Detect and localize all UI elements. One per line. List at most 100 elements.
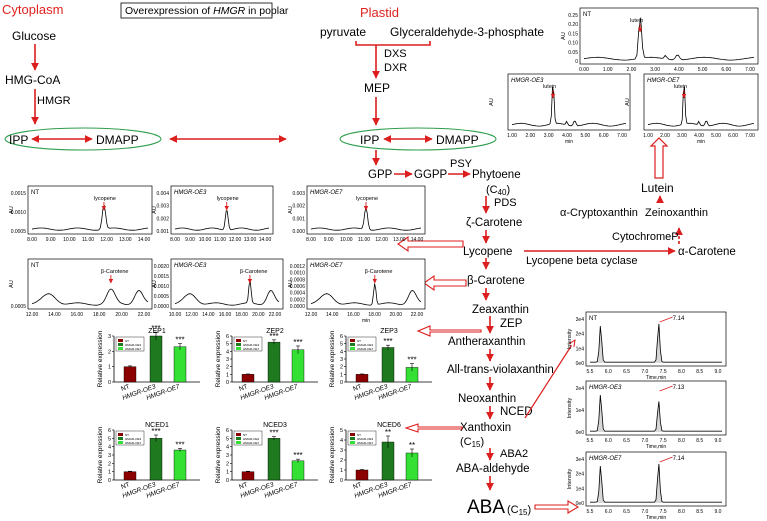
x-tick-label: 13.00 bbox=[393, 237, 406, 243]
peak-pointer bbox=[659, 385, 673, 392]
x-tick-label: 9.00 bbox=[324, 237, 334, 243]
y-tick-label: 5 bbox=[226, 436, 229, 442]
y-tick-label: 0 bbox=[340, 478, 343, 484]
bar-hmgr-oe7 bbox=[173, 449, 187, 481]
y-tick-label: 0.0004 bbox=[290, 291, 306, 297]
y-unit: Intensity bbox=[567, 469, 573, 490]
y-unit: AU bbox=[288, 280, 294, 288]
bar-hmgr-oe7 bbox=[173, 346, 187, 383]
legend-swatch bbox=[350, 339, 355, 342]
x-tick-label: 22.00 bbox=[269, 312, 282, 318]
x-tick-label: 0.00 bbox=[579, 67, 589, 73]
y-tick-label: 0.25 bbox=[568, 13, 578, 19]
y-tick-label: 4 bbox=[226, 445, 229, 451]
x-unit: Time,min bbox=[646, 444, 667, 450]
chromatogram-frame bbox=[27, 258, 153, 310]
x-tick-label: 5.5 bbox=[587, 438, 594, 444]
bar-nt bbox=[123, 366, 137, 383]
bar-hmgr-oe3 bbox=[149, 335, 163, 383]
dxr-enzyme: DXR bbox=[384, 62, 407, 74]
y-unit: AU bbox=[152, 206, 158, 214]
x-tick-label: 18.00 bbox=[93, 312, 106, 318]
y-tick-label: 0.001 bbox=[292, 216, 305, 222]
aba2-enzyme: ABA2 bbox=[500, 448, 528, 460]
x-tick-label: 20.00 bbox=[252, 312, 265, 318]
xanthoxin-c15: (C15) bbox=[460, 436, 484, 449]
sample-label: NT bbox=[31, 190, 39, 196]
x-tick-label: 5.5 bbox=[587, 369, 594, 375]
x-tick-label: 6.5 bbox=[623, 509, 630, 515]
hollow-arrow-nced bbox=[404, 423, 463, 433]
peak-label: β-Carotene bbox=[365, 269, 393, 275]
y-tick-label: 0 bbox=[226, 478, 229, 484]
x-tick-label: 1.00 bbox=[507, 133, 517, 139]
aba-c15: (C15) bbox=[507, 504, 531, 517]
x-tick-label: 9.00 bbox=[185, 237, 195, 243]
x-tick-label: 7.00 bbox=[745, 133, 755, 139]
legend-label: HMGR-OE3 bbox=[243, 343, 259, 347]
x-tick-label: 13.00 bbox=[244, 237, 257, 243]
significance-mark: *** bbox=[269, 332, 278, 341]
y-axis-label: Relative expression bbox=[215, 426, 222, 483]
legend-label: NT bbox=[357, 339, 361, 343]
x-unit: min bbox=[565, 139, 573, 145]
y-tick-label: 0.0005 bbox=[11, 229, 27, 235]
bar-hmgr-oe3 bbox=[267, 438, 281, 481]
y-unit: AU bbox=[9, 206, 15, 214]
peak-label: 7.14 bbox=[673, 456, 685, 462]
x-tick-label: 7.5 bbox=[660, 438, 667, 444]
mep-node: MEP bbox=[364, 81, 390, 95]
y-tick-label: 0e0 bbox=[576, 361, 585, 367]
chromatogram-trace bbox=[174, 279, 280, 306]
y-tick-label: 2 bbox=[340, 365, 343, 371]
psy-enzyme: PSY bbox=[450, 158, 473, 170]
x-tick-label: 12.00 bbox=[100, 237, 113, 243]
y-unit: Intensity bbox=[567, 329, 573, 350]
x-tick-label: 4.00 bbox=[562, 133, 572, 139]
zeinoxanthin-node: Zeinoxanthin bbox=[645, 207, 708, 219]
y-tick-label: 0 bbox=[108, 380, 111, 386]
sample-label: HMGR-OE7 bbox=[310, 190, 343, 196]
peak-label: lycopene bbox=[356, 196, 378, 202]
plastid-dmapp-node: DMAPP bbox=[436, 133, 479, 147]
sample-label: NT bbox=[583, 12, 591, 18]
x-tick-label: 12.00 bbox=[229, 237, 242, 243]
y-tick-label: 1e4 bbox=[576, 346, 585, 352]
x-unit: Time,min bbox=[646, 515, 667, 521]
x-tick-label: 14.00 bbox=[326, 312, 339, 318]
legend-label: NT bbox=[125, 433, 129, 437]
chromatogram-frame bbox=[507, 73, 631, 131]
x-tick-label: 12.00 bbox=[305, 312, 318, 318]
peak-label: lutein bbox=[674, 84, 687, 90]
y-tick-label: 0.000 bbox=[292, 229, 305, 235]
zeaxanthin-node: Zeaxanthin bbox=[472, 304, 529, 316]
aba-node: ABA bbox=[467, 497, 505, 518]
y-tick-label: 0.0005 bbox=[154, 294, 170, 300]
y-tick-label: 2 bbox=[340, 458, 343, 464]
sample-label: NT bbox=[589, 316, 597, 322]
y-tick-label: 4 bbox=[226, 349, 229, 355]
y-tick-label: 2 bbox=[226, 365, 229, 371]
peak-label: lycopene bbox=[94, 196, 116, 202]
hollow-arrow-lycopene bbox=[397, 235, 464, 253]
y-axis-label: Relative expression bbox=[97, 426, 104, 483]
x-tick-label: 5.5 bbox=[587, 509, 594, 515]
legend-label: HMGR-OE7 bbox=[357, 441, 373, 445]
phytoene-node: Phytoene bbox=[472, 169, 521, 181]
plastid-label: Plastid bbox=[360, 5, 399, 20]
y-tick-label: 3 bbox=[108, 453, 111, 459]
c40-label: (C40) bbox=[486, 184, 510, 197]
x-unit: min bbox=[362, 318, 370, 324]
x-tick-label: 10.00 bbox=[199, 237, 212, 243]
hollow-arrow-zep bbox=[416, 325, 482, 337]
x-tick-label: 7.0 bbox=[641, 509, 648, 515]
y-tick-label: 4 bbox=[340, 349, 343, 355]
y-tick-label: 0.0005 bbox=[11, 304, 27, 310]
x-tick-label: 12.00 bbox=[26, 312, 39, 318]
